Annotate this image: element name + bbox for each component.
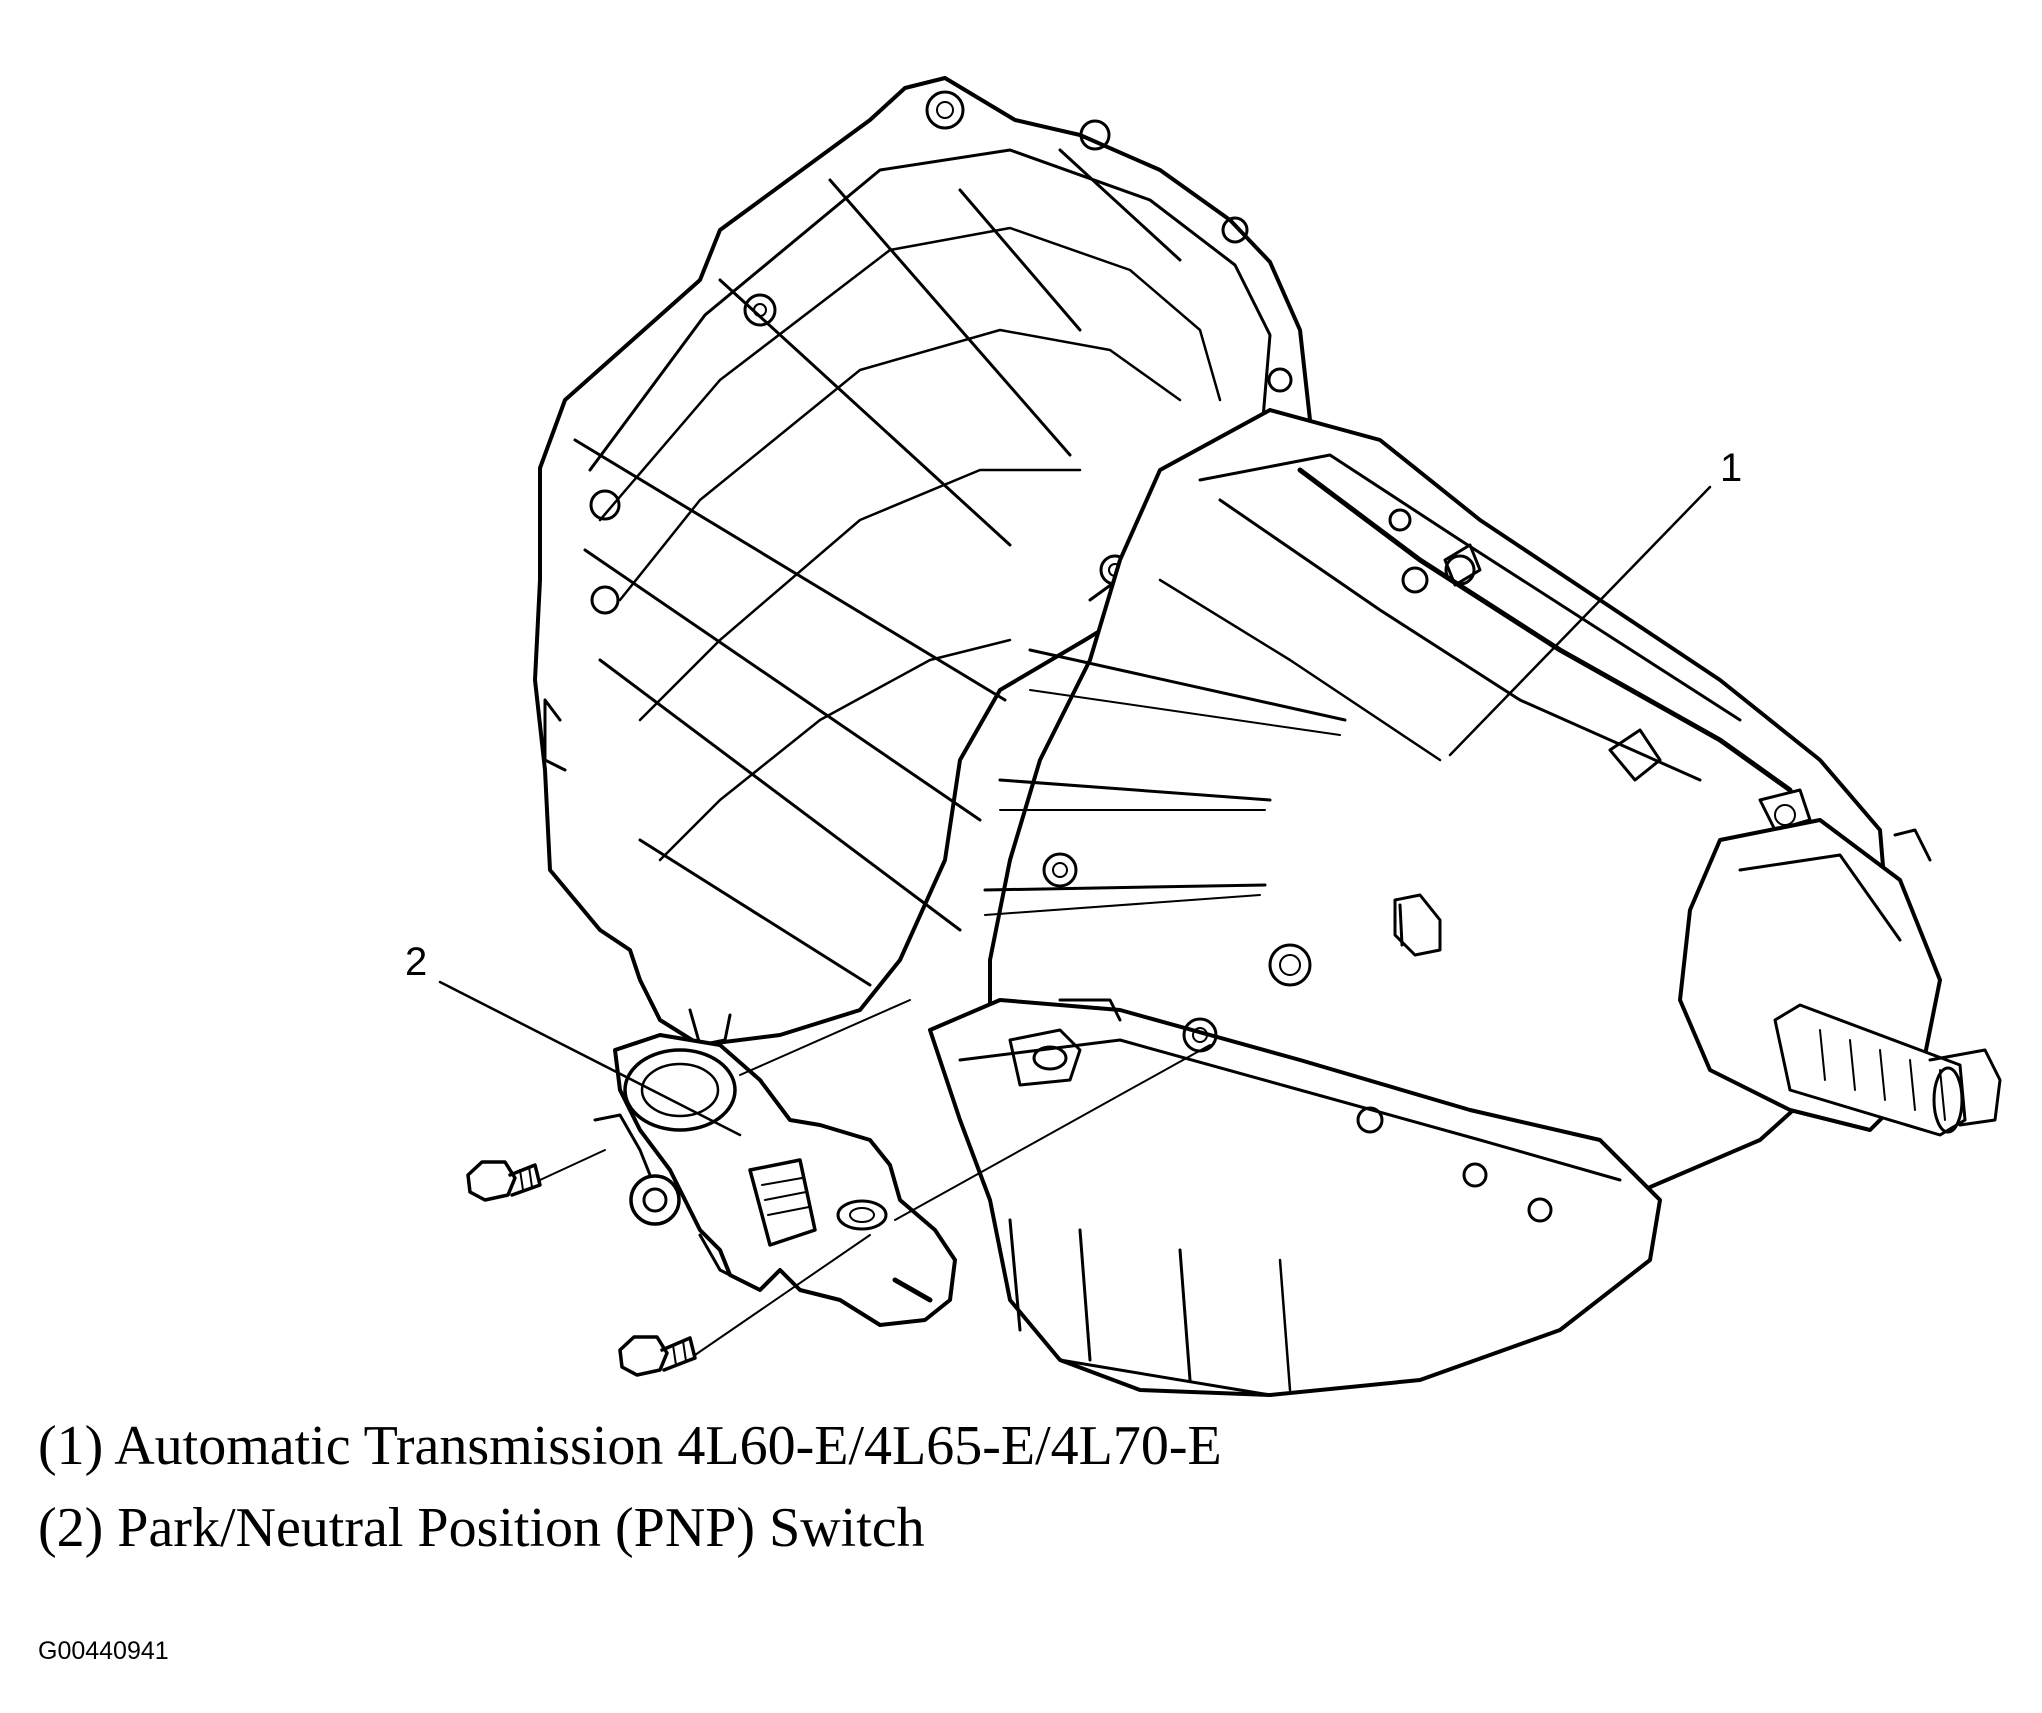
bell-housing — [533, 76, 1312, 1047]
figure-id: G00440941 — [38, 1637, 169, 1665]
extension-housing — [1678, 818, 2002, 1137]
mounting-bolt-upper — [466, 1160, 542, 1202]
mounting-bolt-lower — [618, 1335, 697, 1377]
alignment-line-bolt-upper — [539, 1149, 606, 1181]
callout-number-1: 1 — [1720, 446, 1743, 490]
alignment-lines — [539, 999, 1211, 1356]
callout-number-2: 2 — [405, 940, 428, 984]
leader-line-1 — [1448, 485, 1712, 757]
leader-line-2 — [438, 980, 742, 1137]
alignment-line-shaft — [739, 999, 911, 1076]
alignment-line-case — [894, 1044, 1211, 1221]
pnp-switch — [593, 1033, 957, 1327]
legend-item-transmission: (1) Automatic Transmission 4L60-E/4L65-E… — [38, 1415, 1222, 1477]
alignment-line-bolt-lower — [694, 1234, 871, 1356]
legend-item-pnp-switch: (2) Park/Neutral Position (PNP) Switch — [38, 1497, 925, 1559]
